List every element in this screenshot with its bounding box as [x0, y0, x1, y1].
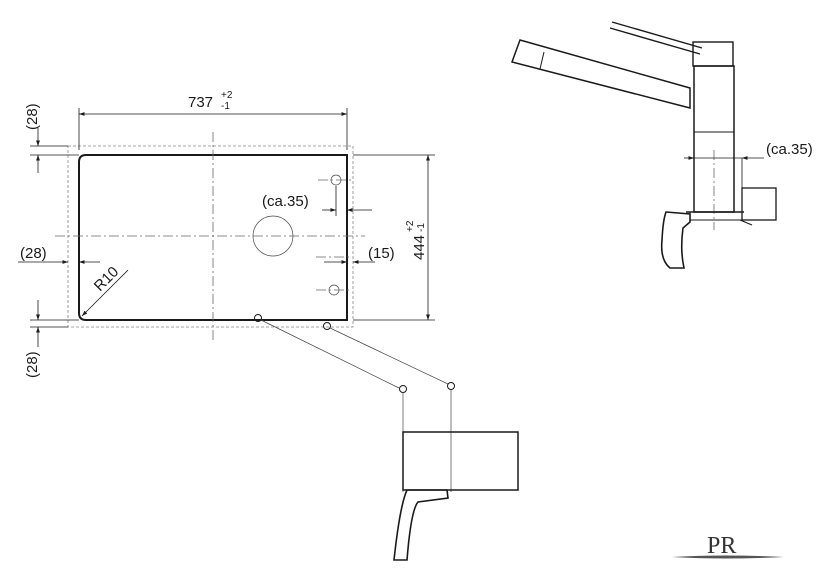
top-margin-label: (28) — [24, 103, 41, 130]
left-margin-label: (28) — [20, 245, 47, 262]
width-tol-plus: +2 — [221, 90, 233, 101]
width-dimension: 737 +2 -1 — [78, 90, 348, 150]
faucet-side-view — [511, 21, 777, 269]
faucet-offset-dimension: (ca.35) — [684, 141, 813, 188]
width-value: 737 — [188, 94, 213, 111]
section-detail — [393, 431, 519, 561]
tap-offset-label: (ca.35) — [262, 193, 309, 210]
logo-text: PR — [707, 533, 736, 559]
width-tol-minus: -1 — [221, 101, 230, 112]
faucet-offset-label: (ca.35) — [766, 141, 813, 158]
radius-label: R10 — [91, 263, 122, 294]
sink-top-view — [55, 132, 365, 340]
right-offset-label: (15) — [368, 245, 395, 262]
right-offset-dimension: (15) — [324, 245, 395, 264]
drain-hole — [252, 215, 294, 257]
height-value: 444 — [411, 235, 428, 260]
radius-callout: R10 — [81, 263, 129, 317]
height-tol-plus: +2 — [405, 220, 416, 232]
top-margin-dimension: (28) — [24, 103, 79, 173]
cutout-outline — [67, 145, 354, 328]
height-tol-minus: -1 — [416, 223, 427, 232]
logo: PR — [672, 533, 784, 559]
bottom-margin-label: (28) — [24, 351, 41, 378]
bottom-margin-dimension: (28) — [24, 300, 79, 378]
tap-offset-dimension: (ca.35) — [262, 186, 372, 216]
height-dimension: 444 +2 -1 — [353, 154, 435, 321]
sink-outline — [78, 154, 348, 321]
detail-leader — [254, 314, 455, 492]
left-margin-dimension: (28) — [18, 245, 100, 264]
